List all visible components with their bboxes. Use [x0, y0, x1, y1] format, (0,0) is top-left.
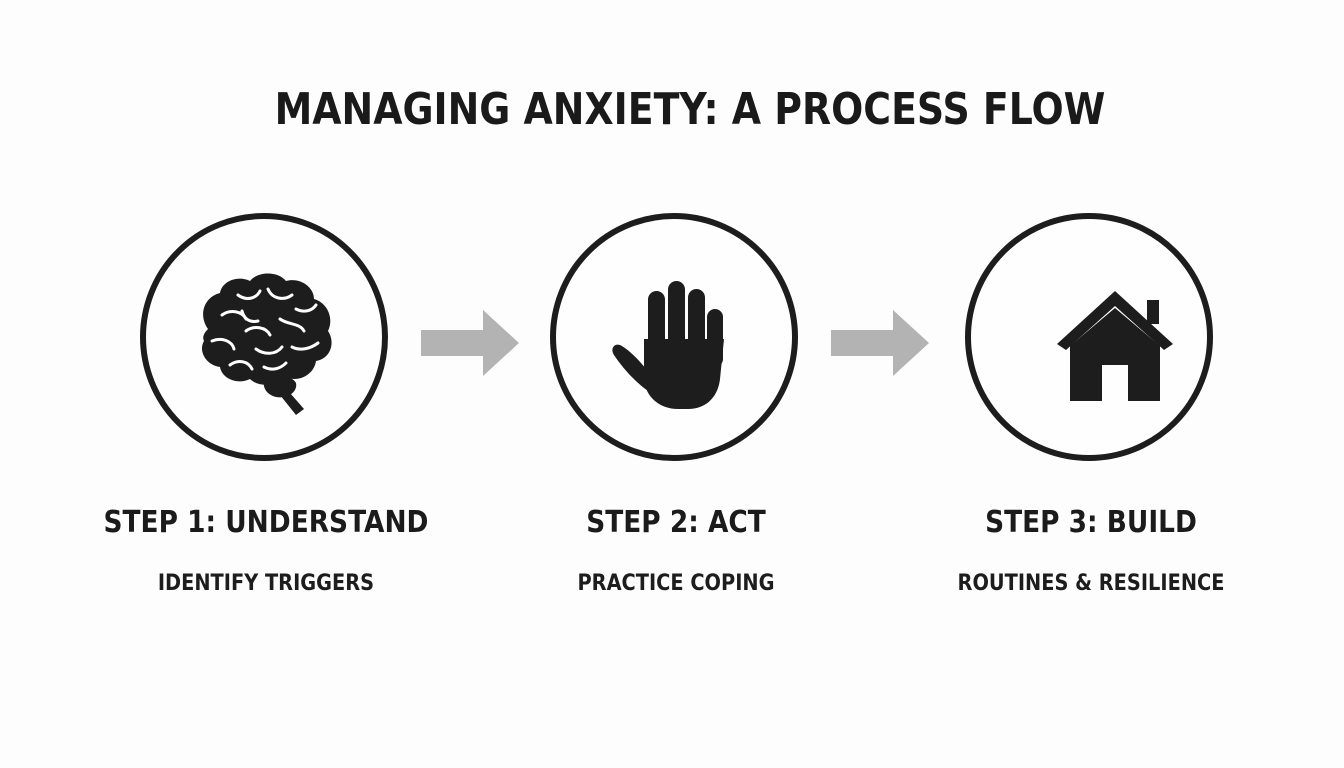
step-1-subtitle: IDENTIFY TRIGGERS	[157, 571, 375, 596]
step-3-circle	[965, 213, 1213, 461]
diagram-title: MANAGING ANXIETY: A PROCESS FLOW	[274, 84, 1106, 135]
step-1-title: STEP 1: UNDERSTAND	[103, 505, 429, 540]
brain-icon	[201, 273, 332, 415]
step-3-title: STEP 3: BUILD	[985, 505, 1197, 540]
step-2-title: STEP 2: ACT	[586, 505, 766, 540]
hand-icon	[612, 281, 724, 409]
house-icon	[1057, 291, 1173, 401]
step-2-subtitle: PRACTICE COPING	[577, 571, 775, 596]
arrow-right-icon	[831, 310, 929, 376]
arrow-right-icon	[421, 310, 519, 376]
step-1-circle	[140, 213, 388, 461]
step-2-circle	[550, 213, 798, 461]
step-3-subtitle: ROUTINES & RESILIENCE	[957, 571, 1225, 596]
